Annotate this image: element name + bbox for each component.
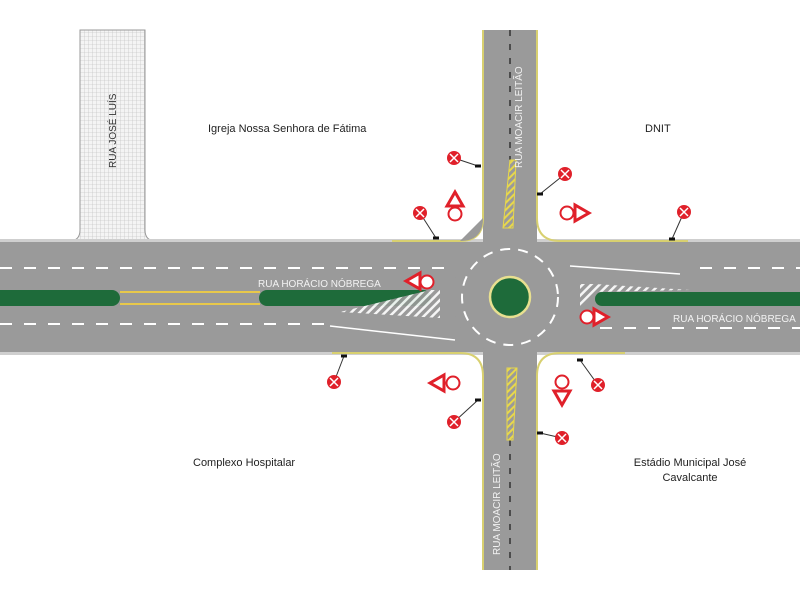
place-church: Igreja Nossa Senhora de Fátima: [208, 123, 367, 135]
central-island: [488, 275, 532, 319]
traffic-signs: [327, 151, 691, 445]
roundabout-sign-icon: [559, 205, 575, 221]
median-east: [595, 292, 800, 306]
yield-sign-icon: [444, 188, 466, 208]
place-stadium-line2: Cavalcante: [662, 472, 717, 484]
street-label-horacio-east: RUA HORÁCIO NÓBREGA: [673, 312, 796, 325]
street-label-moacir-north: RUA MOACIR LEITÃO: [512, 66, 525, 168]
roundabout-sign-icon: [445, 375, 461, 391]
yield-sign-icon: [551, 389, 573, 409]
street-label-jose-luis: RUA JOSÉ LUÍS: [106, 93, 119, 168]
place-hospital: Complexo Hospitalar: [193, 457, 295, 469]
place-dnit: DNIT: [645, 123, 671, 135]
yield-sign-icon: [426, 372, 446, 394]
roundabout: [452, 239, 568, 355]
roundabout-sign-icon: [419, 274, 435, 290]
yield-sign-icon: [592, 306, 612, 328]
roundabout-sign-icon: [554, 374, 570, 390]
yield-sign-icon: [573, 202, 593, 224]
roundabout-sign-icon: [447, 206, 463, 222]
street-label-horacio-west: RUA HORÁCIO NÓBREGA: [258, 277, 381, 290]
place-stadium-line1: Estádio Municipal José: [634, 457, 747, 469]
roundabout-sign-icon: [579, 309, 595, 325]
median-west-1: [0, 290, 120, 306]
rua-jose-luis: RUA JOSÉ LUÍS: [68, 29, 157, 242]
rua-horacio-nobrega: RUA HORÁCIO NÓBREGA RUA HORÁCIO NÓBREGA: [0, 239, 800, 355]
street-label-moacir-south: RUA MOACIR LEITÃO: [490, 453, 503, 555]
